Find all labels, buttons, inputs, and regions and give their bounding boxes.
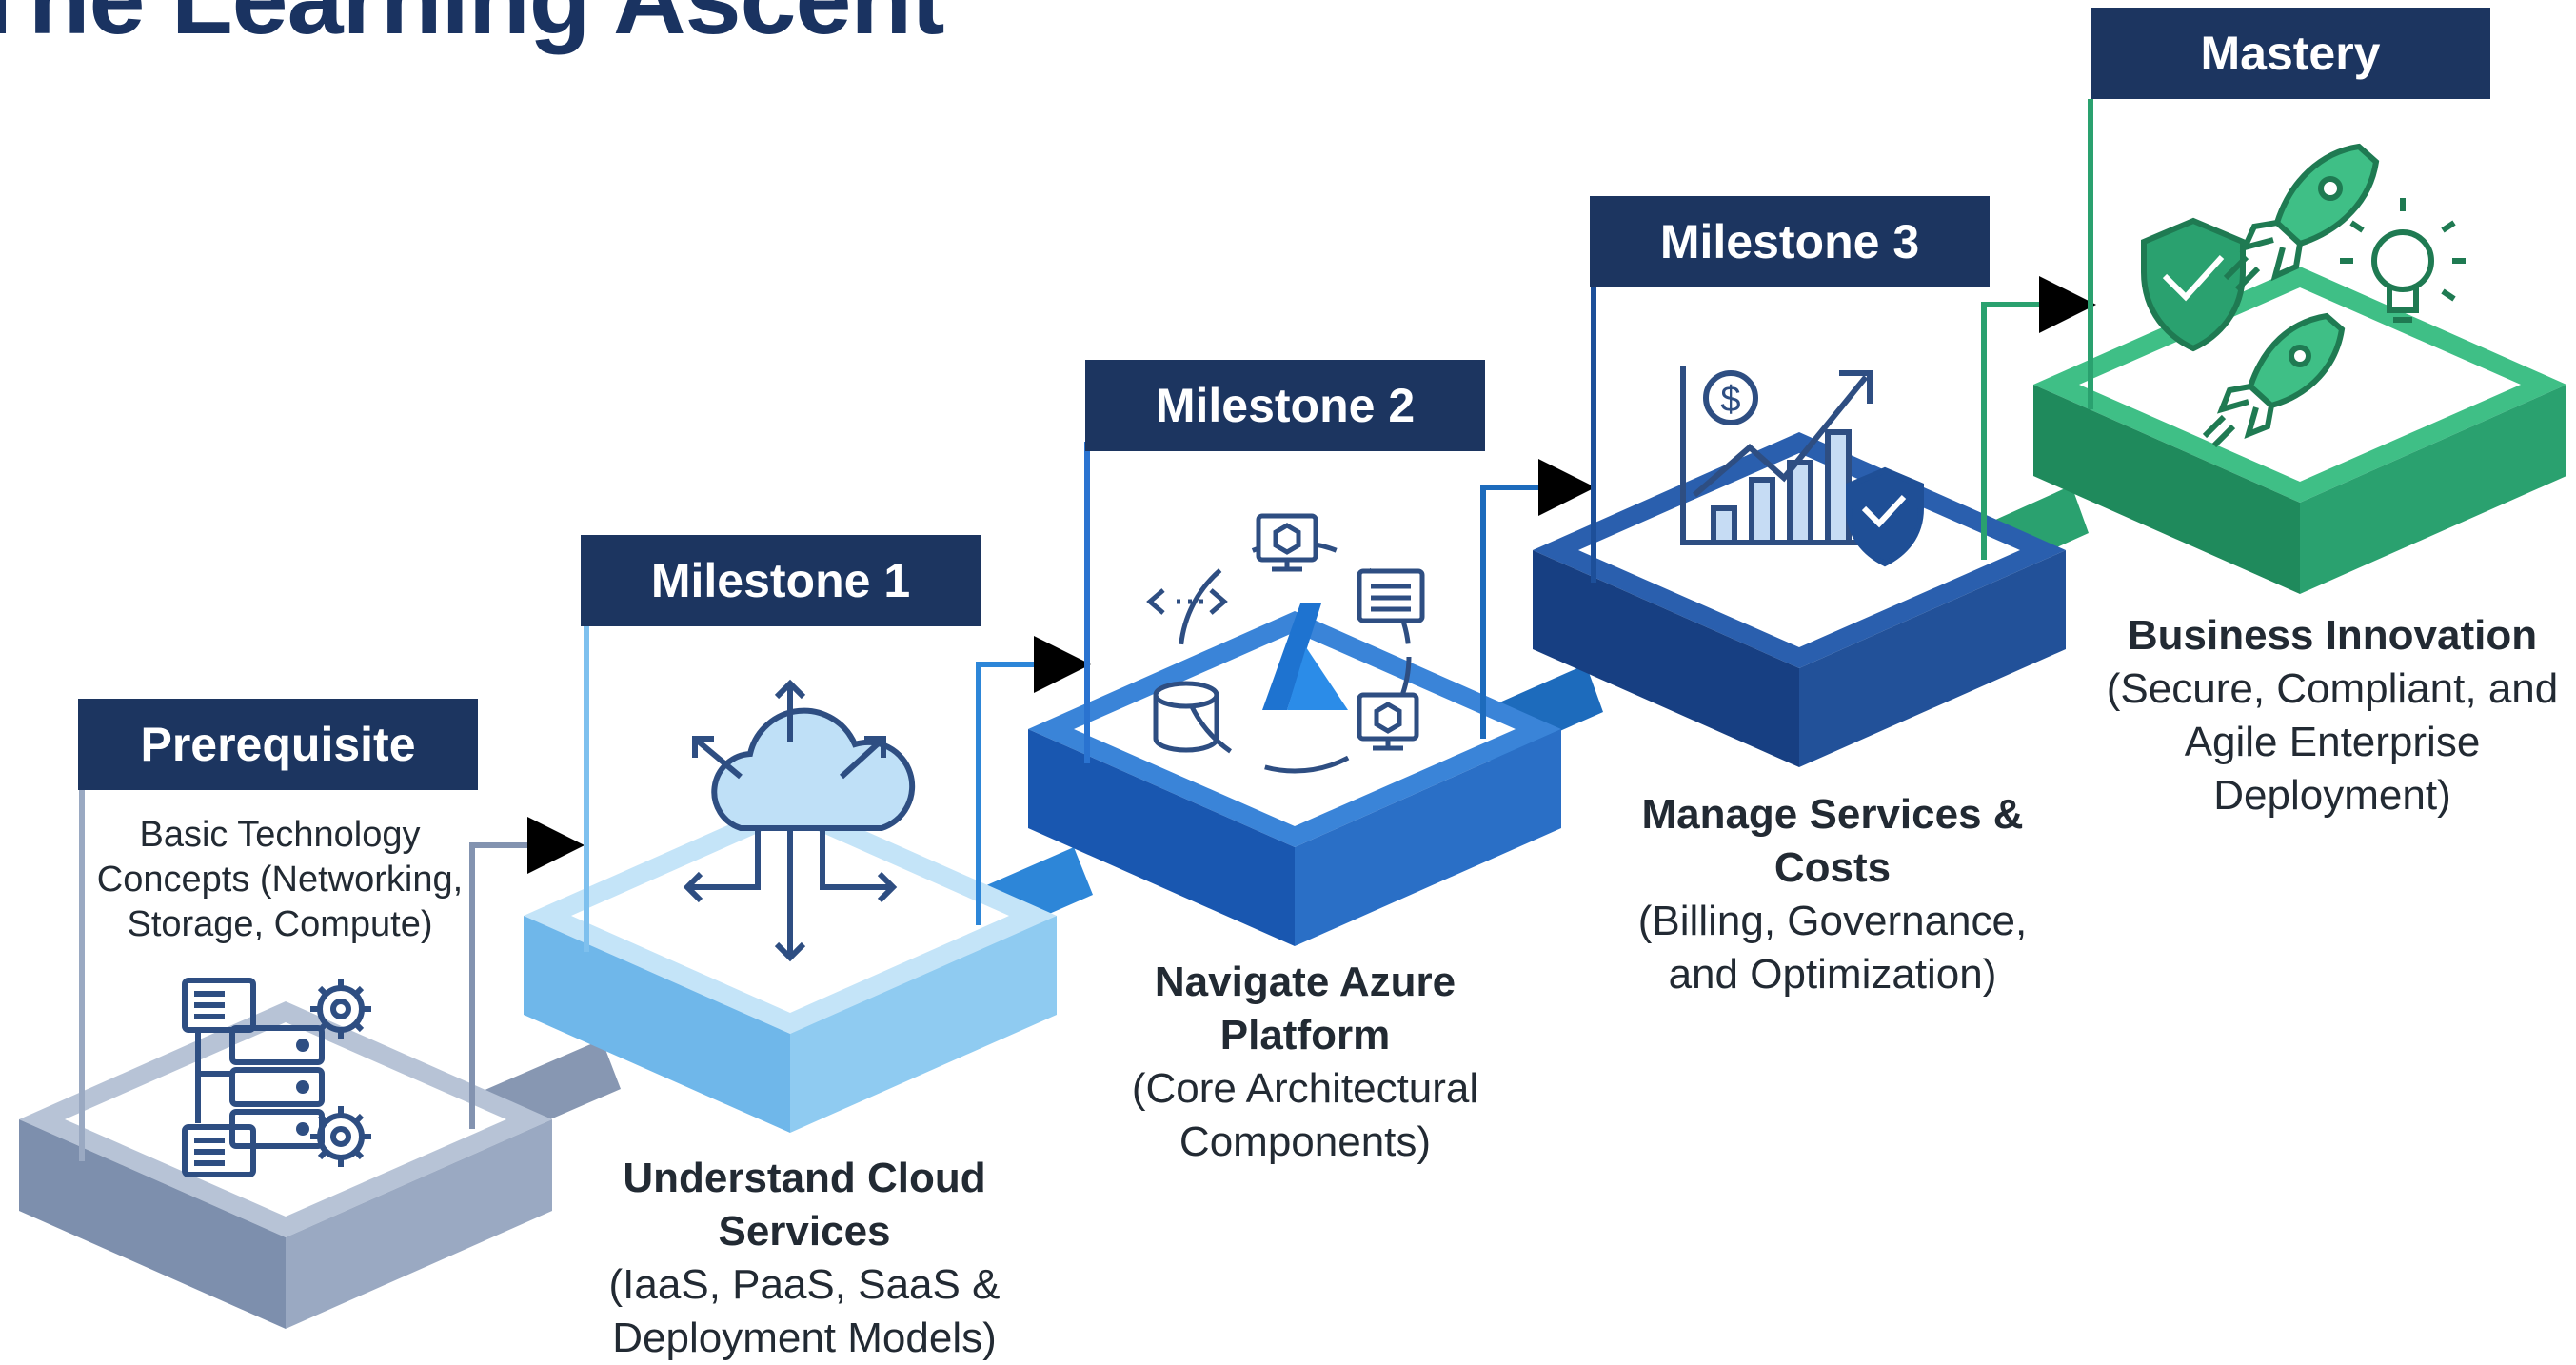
desc-prerequisite: Basic Technology Concepts (Networking, S… — [72, 813, 487, 947]
desc-milestone-3-heading: Manage Services & Costs — [1641, 791, 2024, 891]
desc-milestone-2-body: (Core Architectural Components) — [1131, 1065, 1479, 1165]
desc-mastery-heading: Business Innovation — [2127, 612, 2538, 659]
desc-mastery-body: (Secure, Compliant, and Agile Enterprise… — [2106, 665, 2559, 819]
server-gear-icon — [182, 978, 371, 1177]
step-prerequisite — [19, 790, 585, 1329]
desc-milestone-1: Understand Cloud Services (IaaS, PaaS, S… — [562, 1152, 1047, 1365]
label-milestone-2: Milestone 2 — [1085, 360, 1485, 451]
label-milestone-1: Milestone 1 — [581, 535, 981, 626]
desc-mastery: Business Innovation (Secure, Compliant, … — [2104, 609, 2561, 822]
svg-text:$: $ — [1720, 380, 1740, 420]
desc-milestone-2-heading: Navigate Azure Platform — [1154, 959, 1456, 1058]
cloud-arrows-icon — [683, 679, 916, 962]
label-mastery: Mastery — [2091, 8, 2490, 99]
desc-milestone-1-heading: Understand Cloud Services — [623, 1155, 986, 1255]
desc-prerequisite-body: Basic Technology Concepts (Networking, S… — [96, 815, 464, 944]
rocket-shield-bulb-icon — [2141, 143, 2466, 448]
diagram-title: The Learning Ascent — [0, 0, 944, 60]
label-milestone-3: Milestone 3 — [1590, 196, 1990, 287]
azure-components-icon — [1146, 513, 1425, 774]
desc-milestone-3: Manage Services & Costs (Billing, Govern… — [1618, 788, 2047, 1001]
desc-milestone-2: Navigate Azure Platform (Core Architectu… — [1100, 956, 1510, 1169]
cost-growth-shield-icon: $ — [1680, 366, 1924, 567]
label-prerequisite: Prerequisite — [78, 699, 478, 790]
desc-milestone-3-body: (Billing, Governance, and Optimization) — [1637, 898, 2028, 998]
step-milestone-1 — [524, 590, 1091, 1133]
desc-milestone-1-body: (IaaS, PaaS, SaaS & Deployment Models) — [608, 1261, 1001, 1361]
